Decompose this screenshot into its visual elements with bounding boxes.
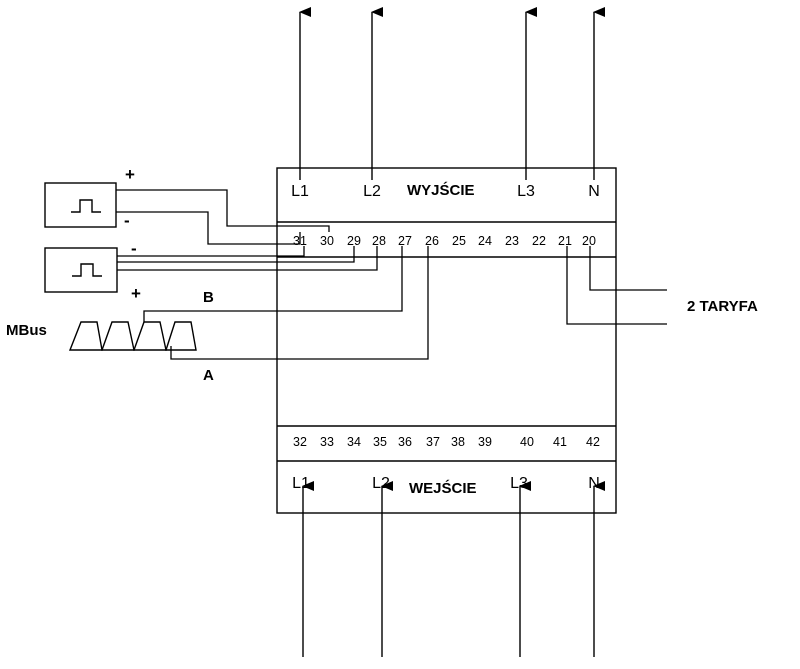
terminal-23: 23 bbox=[505, 234, 519, 248]
tariff-label: 2 TARYFA bbox=[687, 298, 758, 315]
terminal-35: 35 bbox=[373, 435, 387, 449]
terminal-39: 39 bbox=[478, 435, 492, 449]
wire-pulse1-plus bbox=[116, 189, 330, 232]
input-arrows bbox=[302, 481, 605, 657]
pulse2-plus-sign: + bbox=[131, 284, 141, 303]
terminal-26: 26 bbox=[425, 234, 439, 248]
pulse-device-1 bbox=[44, 182, 117, 228]
wire-pulse1-minus bbox=[116, 211, 301, 245]
terminal-28: 28 bbox=[372, 234, 386, 248]
mbus-label: MBus bbox=[6, 322, 47, 339]
pulse2-minus-sign: - bbox=[131, 239, 137, 258]
terminal-31: 31 bbox=[293, 234, 307, 248]
mbus-connector bbox=[68, 321, 197, 351]
pulse-device-2 bbox=[44, 247, 118, 293]
bottom-phase-n: N bbox=[588, 475, 600, 492]
pulse1-minus-sign: - bbox=[124, 211, 130, 230]
terminal-22: 22 bbox=[532, 234, 546, 248]
terminal-36: 36 bbox=[398, 435, 412, 449]
bottom-terminal-row: 32 33 34 35 36 37 38 39 40 41 42 bbox=[293, 435, 600, 449]
top-phase-l3: L3 bbox=[517, 183, 535, 200]
bottom-phase-l1: L1 bbox=[292, 475, 310, 492]
top-phase-l2: L2 bbox=[363, 183, 381, 200]
terminal-27: 27 bbox=[398, 234, 412, 248]
terminal-34: 34 bbox=[347, 435, 361, 449]
wire-pulse2-link bbox=[117, 246, 355, 263]
wire-tariff-21 bbox=[566, 246, 667, 325]
pulse-icon bbox=[72, 263, 102, 277]
input-label: WEJŚCIE bbox=[409, 479, 477, 497]
wiring bbox=[116, 189, 667, 360]
terminal-32: 32 bbox=[293, 435, 307, 449]
terminal-24: 24 bbox=[478, 234, 492, 248]
wire-tariff-20 bbox=[589, 246, 667, 291]
pulse-icon bbox=[71, 199, 101, 213]
terminal-41: 41 bbox=[553, 435, 567, 449]
terminal-38: 38 bbox=[451, 435, 465, 449]
terminal-30: 30 bbox=[320, 234, 334, 248]
terminal-40: 40 bbox=[520, 435, 534, 449]
wire-pulse2-plus bbox=[117, 246, 378, 271]
output-arrows bbox=[299, 7, 605, 180]
terminal-29: 29 bbox=[347, 234, 361, 248]
bottom-phase-labels: L1 L2 L3 N bbox=[292, 475, 600, 492]
bus-b-label: B bbox=[203, 289, 214, 306]
terminal-33: 33 bbox=[320, 435, 334, 449]
terminal-20: 20 bbox=[582, 234, 596, 248]
bottom-phase-l3: L3 bbox=[510, 475, 528, 492]
terminal-42: 42 bbox=[586, 435, 600, 449]
terminal-25: 25 bbox=[452, 234, 466, 248]
bus-a-label: A bbox=[203, 367, 214, 384]
top-phase-n: N bbox=[588, 183, 600, 200]
top-phase-labels: L1 L2 L3 N bbox=[291, 183, 600, 200]
pulse1-plus-sign: + bbox=[125, 165, 135, 184]
terminal-37: 37 bbox=[426, 435, 440, 449]
top-phase-l1: L1 bbox=[291, 183, 309, 200]
top-terminal-row: 31 30 29 28 27 26 25 24 23 22 21 20 bbox=[293, 234, 596, 248]
wire-bus-b bbox=[143, 246, 403, 322]
output-label: WYJŚCIE bbox=[407, 181, 475, 199]
terminal-21: 21 bbox=[558, 234, 572, 248]
wire-bus-a bbox=[170, 246, 429, 360]
wire-pulse2-minus bbox=[117, 246, 305, 257]
meter-body bbox=[276, 167, 617, 514]
bottom-phase-l2: L2 bbox=[372, 475, 390, 492]
